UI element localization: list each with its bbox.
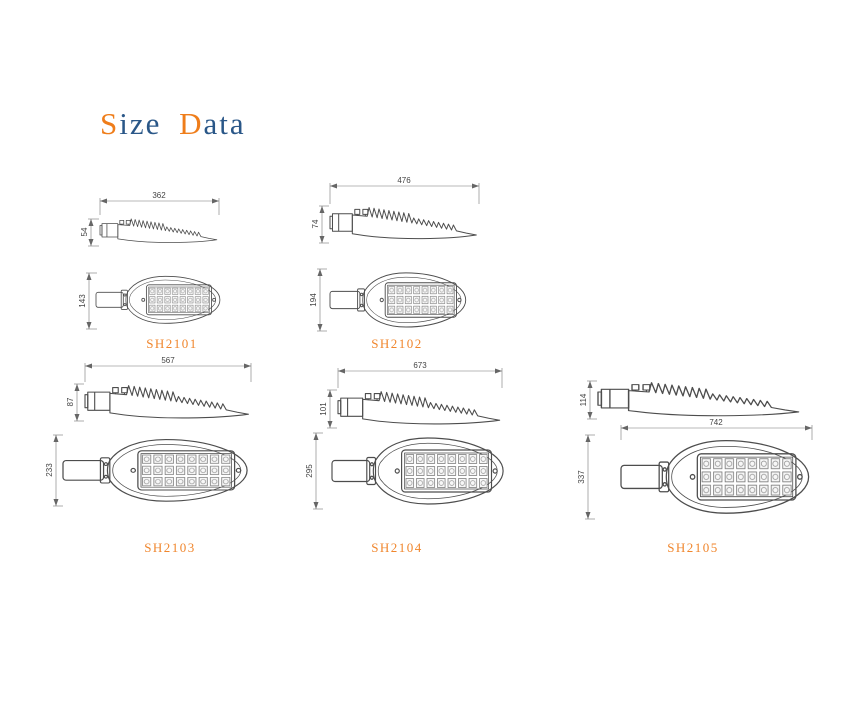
sh2102-top-view xyxy=(329,272,467,328)
sh2103-side-view xyxy=(84,385,249,419)
sh2102-drawing: 476 74 194 xyxy=(309,176,480,332)
sh2101-top-view xyxy=(95,275,221,324)
sh2101-width-dimension: 143 xyxy=(78,272,97,330)
sh2105-side-view xyxy=(597,381,800,417)
sh2103-width-dimension: 233 xyxy=(45,434,63,507)
title-segment: S xyxy=(100,106,120,141)
sh2103-length-dimension: 567 xyxy=(84,356,252,382)
sh2102-width-value: 194 xyxy=(309,293,318,307)
title-segment: ize xyxy=(119,106,180,141)
sh2105-length-dimension: 742 xyxy=(620,418,813,440)
sh2105-length-value: 742 xyxy=(709,418,723,427)
model-label-sh2101: SH2101 xyxy=(146,336,198,351)
sh2105-top-view xyxy=(620,439,810,514)
sh2105-width-dimension: 337 xyxy=(577,434,595,520)
sh2103-height-dimension: 87 xyxy=(66,383,84,422)
sh2105-drawing: 114 742 337 xyxy=(577,380,813,520)
sh2102-height-dimension: 74 xyxy=(311,205,329,244)
model-label-sh2105: SH2105 xyxy=(667,540,719,555)
sh2103-width-value: 233 xyxy=(45,463,54,477)
sh2102-height-value: 74 xyxy=(311,219,320,228)
sh2105-height-value: 114 xyxy=(579,393,588,406)
sh2104-top-view xyxy=(331,437,504,505)
sh2101-length-dimension: 362 xyxy=(99,191,220,215)
sh2105-height-dimension: 114 xyxy=(579,380,597,420)
sh2104-side-view xyxy=(337,391,501,425)
sh2105-width-value: 337 xyxy=(577,470,586,484)
sh2104-width-dimension: 295 xyxy=(305,432,323,510)
sh2103-top-view xyxy=(62,438,248,502)
sh2104-width-value: 295 xyxy=(305,464,314,478)
page-title: Size Data xyxy=(100,108,246,139)
sh2104-drawing: 673 101 295 xyxy=(305,361,504,510)
sh2104-height-value: 101 xyxy=(319,402,328,416)
sh2102-width-dimension: 194 xyxy=(309,268,327,332)
sh2101-side-view xyxy=(99,218,218,243)
model-label-sh2104: SH2104 xyxy=(371,540,423,555)
sh2104-length-dimension: 673 xyxy=(337,361,503,388)
model-label-sh2103: SH2103 xyxy=(144,540,196,555)
sh2101-drawing: 362 54 143 xyxy=(78,191,221,330)
sh2103-height-value: 87 xyxy=(66,397,75,406)
title-segment: ata xyxy=(203,106,246,141)
title-segment: D xyxy=(179,106,204,141)
sh2101-height-dimension: 54 xyxy=(80,218,99,247)
sh2101-height-value: 54 xyxy=(80,227,89,236)
sh2102-side-view xyxy=(329,207,477,240)
sh2103-drawing: 567 87 233 xyxy=(45,356,252,507)
sh2102-length-value: 476 xyxy=(397,176,411,185)
sh2103-length-value: 567 xyxy=(161,356,175,365)
sh2104-length-value: 673 xyxy=(413,361,427,370)
sh2102-length-dimension: 476 xyxy=(329,176,480,204)
model-label-sh2102: SH2102 xyxy=(371,336,423,351)
sh2101-length-value: 362 xyxy=(152,191,166,200)
sh2104-height-dimension: 101 xyxy=(319,389,337,429)
sh2101-width-value: 143 xyxy=(78,294,87,308)
